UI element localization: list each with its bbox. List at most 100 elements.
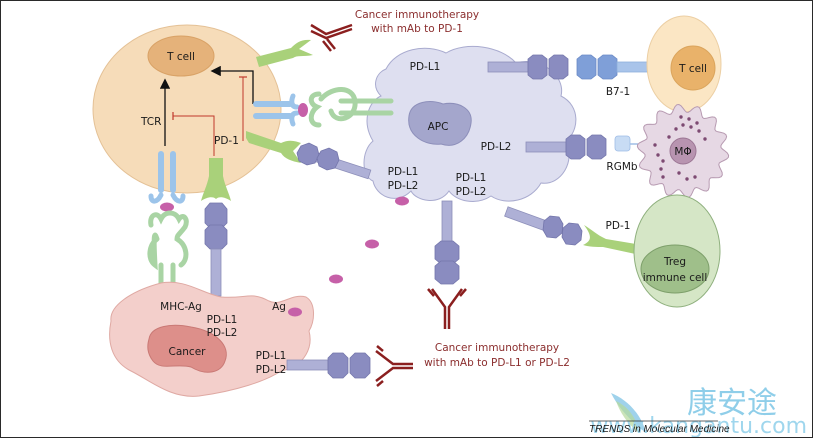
cd28-signal-arrow (210, 65, 254, 104)
pd1-inhibition-line (173, 115, 215, 156)
apc-pdl-ligand-left (296, 142, 372, 180)
right-t-cell: T cell (646, 15, 722, 113)
therapy-pd1-annotation: Cancer immunotherapy with mAb to PD-1 (310, 9, 479, 52)
antibody-icon (427, 288, 467, 329)
macrophage-granule (687, 117, 691, 121)
antigen-dot (298, 103, 308, 117)
macrophage-granule (677, 171, 681, 175)
ag-label: Ag (272, 301, 286, 313)
pdl-domain (296, 142, 320, 166)
b71-domain (576, 54, 597, 80)
pdl1-b71-complex: B7-1 (487, 54, 664, 98)
macrophage-label: MΦ (674, 146, 691, 158)
antigen-dot (329, 274, 343, 284)
macrophage-granule (667, 135, 671, 139)
pdl-domain (204, 202, 228, 229)
therapy-pdl-annotation: Cancer immunotherapy with mAb to PD-L1 o… (424, 342, 570, 369)
antibody-icon (375, 345, 413, 387)
t-cell-label: T cell (166, 51, 195, 63)
pdl2-domain (565, 134, 586, 160)
cancer-nucleus (147, 324, 227, 373)
macrophage-nucleus (669, 137, 697, 165)
mhc-molecule (147, 210, 189, 299)
macrophage-granule (653, 143, 657, 147)
cancer-right-pdl2-label: PD-L2 (256, 364, 287, 376)
pd1-label: PD-1 (214, 135, 239, 147)
macrophage-cell: MΦ (636, 103, 730, 199)
macrophage-granule (689, 125, 693, 129)
b71-label: B7-1 (606, 86, 630, 98)
pdl-pd1-treg-complex: PD-1 (504, 206, 642, 255)
pdl-stalk (286, 359, 329, 371)
antigen-dot (160, 202, 174, 212)
treg-cell: Treg immune cell (633, 194, 721, 308)
apc-pdl1-label: PD-L1 (410, 61, 441, 73)
macrophage-granule (695, 121, 699, 125)
t-cell-nucleus (670, 45, 716, 91)
tcr-mhc-complex-vertical (147, 151, 189, 299)
cancer-pdl2-label: PD-L2 (207, 327, 238, 339)
watermark: 康安途 www.kangantu.com (590, 386, 807, 437)
treg-pd1-label: PD-1 (606, 220, 631, 232)
macrophage-granule (674, 127, 678, 131)
source-caption: TRENDS in Molecular Medicine (589, 424, 730, 435)
macrophage-granules (653, 115, 707, 181)
mhc-molecule (308, 87, 394, 128)
pd1-receptor-top (256, 39, 313, 67)
apc-cell: APC PD-L1 PD-L2 PD-L1 PD-L2 PD-L1 PD-L2 (363, 45, 577, 206)
macrophage-granule (661, 175, 665, 179)
macrophage-granule (679, 115, 683, 119)
rgmb-domain (614, 135, 631, 152)
treg-label-line1: Treg (663, 256, 686, 268)
main-t-cell: T cell TCR PD-1 (92, 24, 282, 194)
pd1-receptor (201, 158, 231, 201)
rgmb-label: RGMb (606, 161, 637, 173)
treg-nucleus (640, 244, 710, 294)
pdl-domain (327, 352, 349, 379)
pdl-domain (434, 260, 460, 285)
antigen-dot (365, 239, 379, 249)
cancer-cell: Cancer MHC-Ag PD-L1 PD-L2 Ag PD-L1 PD-L2 (109, 281, 314, 397)
apc-left-pdl2-label: PD-L2 (388, 180, 419, 192)
pdl2-stalk (525, 141, 567, 153)
apc-bottom-pdl1-label: PD-L1 (456, 172, 487, 184)
macrophage-granule (661, 159, 665, 163)
pd1-receptor (583, 225, 642, 255)
macrophage-granule (659, 167, 663, 171)
watermark-cn: 康安途 (687, 386, 777, 421)
macrophage-granule (656, 153, 660, 157)
watermark-en: www.kangantu.com (590, 414, 807, 437)
pd1-receptor-right (246, 131, 301, 163)
therapy-pdl-line1: Cancer immunotherapy (435, 342, 559, 354)
cancer-label: Cancer (169, 346, 207, 358)
pdl-stalk (504, 206, 550, 232)
right-t-cell-label: T cell (678, 63, 707, 75)
apc-pdl-antibody-complex (427, 200, 467, 329)
antigen-dot (288, 307, 302, 317)
apc-pdl2-label: PD-L2 (481, 141, 512, 153)
apc-bottom-pdl2-label: PD-L2 (456, 186, 487, 198)
macrophage-granule (681, 123, 685, 127)
pdl-stalk (210, 248, 222, 297)
pd1-pdl-complex-vertical (201, 158, 231, 297)
pdl-domain (542, 215, 564, 239)
pdl-domain (316, 147, 340, 171)
therapy-pd1-line1: Cancer immunotherapy (355, 9, 479, 21)
pdl-domain (349, 352, 371, 379)
therapy-pd1-line2: with mAb to PD-1 (371, 23, 463, 35)
therapy-pdl-line2: with mAb to PD-L1 or PD-L2 (424, 357, 570, 369)
macrophage-granule (697, 129, 701, 133)
pdl2-rgmb-complex: RGMb (525, 134, 638, 173)
mhc-ag-label: MHC-Ag (160, 301, 202, 313)
cancer-pdl1-label: PD-L1 (207, 314, 238, 326)
tcr-mhc-complex-horizontal (253, 87, 394, 128)
antigen-dot (395, 196, 409, 206)
pdl-domain (434, 240, 460, 265)
b71-domain (597, 54, 618, 80)
pdl-stalk (441, 200, 453, 244)
pdl2-domain (586, 134, 607, 160)
pdl-domain (204, 224, 228, 250)
cancer-pdl-antibody-complex (286, 345, 413, 387)
